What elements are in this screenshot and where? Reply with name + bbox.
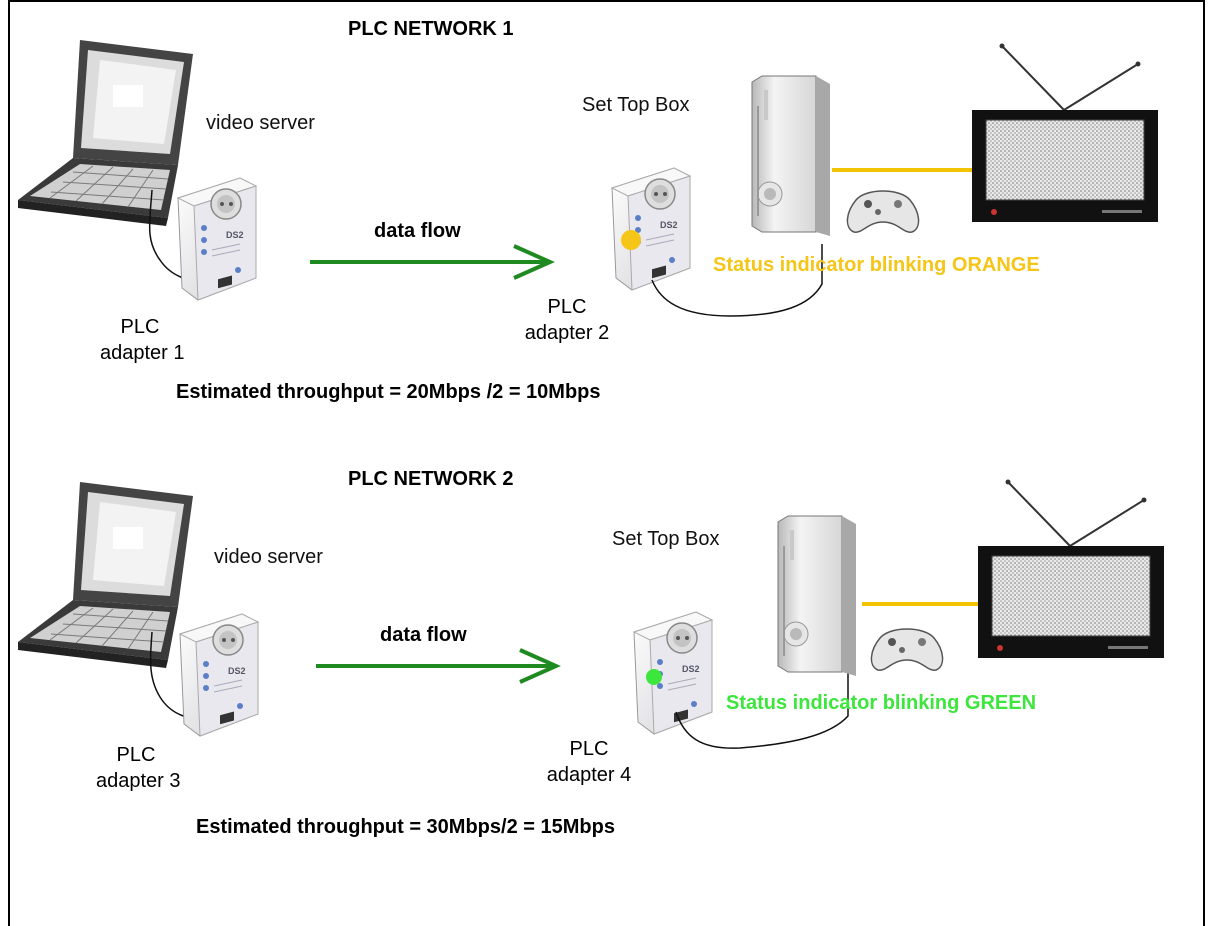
status-led-green [646, 669, 662, 685]
plc-adapter-4-label: PLC adapter 4 [534, 736, 644, 788]
set-top-box-2-icon [777, 515, 857, 677]
plc-adapter-1-icon [177, 177, 257, 301]
diagram-frame [8, 0, 1205, 926]
status-indicator-1-text: Status indicator blinking ORANGE [713, 254, 1040, 276]
data-flow-1-label: data flow [374, 220, 461, 242]
plc-adapter-1-label: PLC adapter 1 [100, 314, 185, 366]
network-2-title: PLC NETWORK 2 [348, 468, 514, 490]
set-top-box-1-icon [751, 75, 831, 237]
television-1-icon [971, 42, 1159, 223]
laptop-icon [17, 39, 194, 227]
cable-adapter-4-stb [675, 650, 849, 749]
plc-adapter-1-line-1: PLC [120, 316, 160, 338]
game-controller-icon [846, 190, 920, 233]
plc-adapter-3-icon [179, 613, 259, 737]
throughput-2-text: Estimated throughput = 30Mbps/2 = 15Mbps [196, 816, 615, 838]
cable-adapter-2-stb [651, 244, 823, 317]
network-2-graphics [17, 478, 1165, 749]
laptop-icon [17, 481, 194, 669]
network-1-graphics [17, 39, 1159, 317]
plc-adapter-4-line-2: adapter 4 [546, 764, 632, 786]
plc-adapter-4-icon [633, 611, 713, 735]
plc-adapter-2-label: PLC adapter 2 [512, 294, 622, 346]
video-server-1-label: video server [206, 112, 315, 134]
status-indicator-2-text: Status indicator blinking GREEN [726, 692, 1037, 714]
plc-adapter-3-label: PLC adapter 3 [96, 742, 181, 794]
video-server-2-label: video server [214, 546, 323, 568]
network-1-title: PLC NETWORK 1 [348, 18, 514, 40]
plc-adapter-2-icon [611, 167, 691, 291]
status-led-orange [621, 230, 641, 250]
throughput-1-text: Estimated throughput = 20Mbps /2 = 10Mbp… [176, 381, 601, 403]
game-controller-icon [870, 628, 944, 671]
plc-adapter-2-line-1: PLC [547, 296, 587, 318]
plc-adapter-2-line-2: adapter 2 [524, 322, 610, 344]
plc-adapter-3-line-1: PLC [116, 744, 156, 766]
plc-adapter-3-line-2: adapter 3 [96, 770, 181, 792]
data-flow-arrow-1 [310, 244, 555, 280]
plc-adapter-4-line-1: PLC [569, 738, 609, 760]
data-flow-arrow-2 [316, 648, 561, 684]
set-top-box-1-label: Set Top Box [582, 94, 690, 116]
television-2-icon [977, 478, 1165, 659]
set-top-box-2-label: Set Top Box [612, 528, 720, 550]
data-flow-2-label: data flow [380, 624, 467, 646]
plc-adapter-1-line-2: adapter 1 [100, 342, 185, 364]
